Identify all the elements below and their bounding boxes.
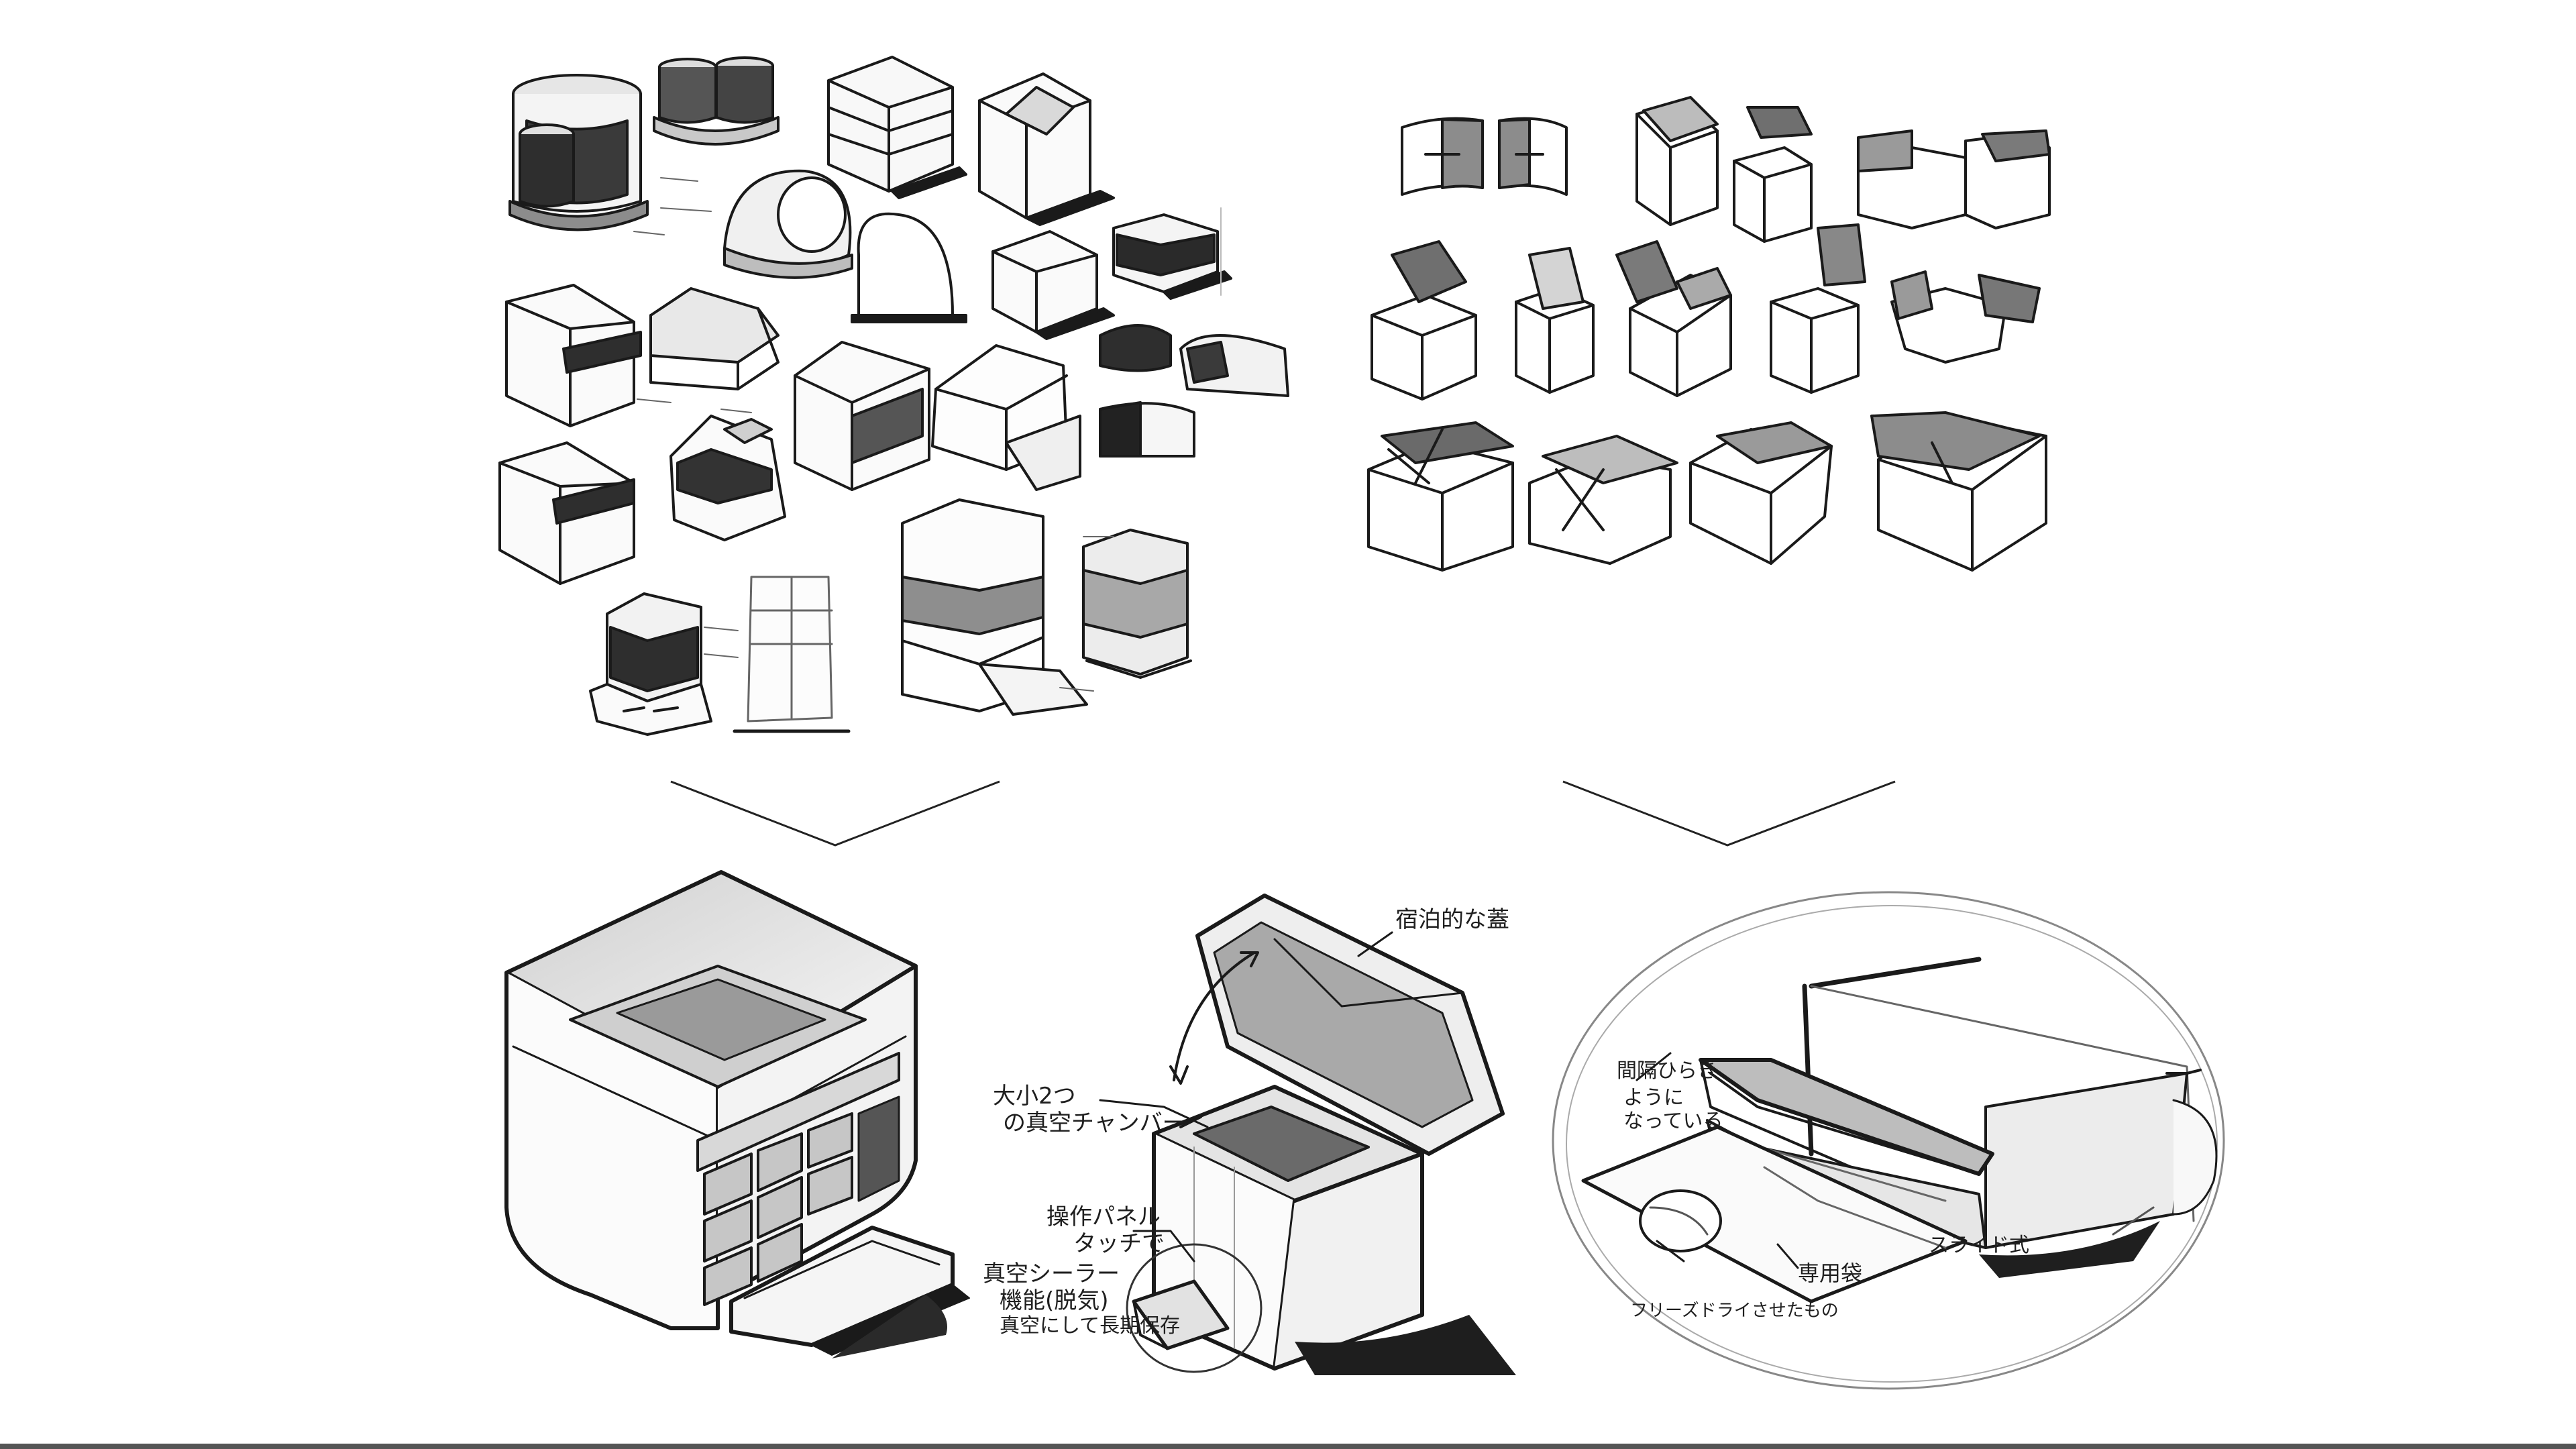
- sketch-tall-frame: [733, 576, 851, 733]
- annotation-open-3: なっている: [1623, 1110, 1723, 1133]
- sketch-small-cube: [991, 230, 1115, 340]
- sketch-screen-box: [794, 341, 930, 491]
- sketch-tray-machine: [901, 498, 1088, 716]
- bottom-rule: [0, 1444, 2576, 1449]
- sketch-round-appliance: [508, 74, 649, 231]
- annotation-sealer-1: 真空シーラー: [983, 1260, 1120, 1287]
- sketch-dark-printer: [1112, 213, 1232, 300]
- annotation-sealer-3: 真空にして長期保存: [1000, 1314, 1181, 1338]
- annotation-panel-2: タッチで: [1073, 1230, 1165, 1257]
- annotation-open-2: ように: [1623, 1086, 1684, 1110]
- sketch-band-box-2: [498, 441, 635, 585]
- sketch-drawer-box: [827, 56, 967, 199]
- annotation-slide: スライド式: [1929, 1234, 2029, 1257]
- chevron-left: [670, 780, 1000, 847]
- annotation-decorative-lid: 宿泊的な蓋: [1395, 906, 1509, 933]
- concept-cube-machine: [504, 870, 970, 1358]
- lid-row-3: [1367, 411, 2047, 572]
- annotation-freeze: フリーズドライさせたもの: [1630, 1301, 1839, 1321]
- annotation-open-1: 間隔ひらき: [1617, 1059, 1717, 1083]
- annotation-chamber-1: 大小2つ: [993, 1083, 1076, 1110]
- annotation-chamber-2: の真空チャンバー: [1003, 1110, 1185, 1136]
- lid-row-1: [1635, 96, 2051, 243]
- sketch-wedge: [649, 287, 780, 390]
- annotation-bag: 専用袋: [1798, 1260, 1863, 1286]
- chevron-right: [1562, 780, 1896, 847]
- sketch-curved-panels: [1401, 117, 1568, 196]
- sketch-desk-unit: [669, 415, 786, 541]
- sketch-shaded-unit: [1082, 529, 1192, 679]
- sketch-band-box: [505, 284, 642, 427]
- concept-vacuum-chamber: [1099, 894, 1516, 1375]
- grid-panel: [703, 1112, 853, 1306]
- sketch-twin-jars: [653, 56, 780, 146]
- concept-slide-drawer: [1552, 891, 2225, 1390]
- annotation-sealer-2: 機能(脱気): [1000, 1287, 1109, 1314]
- annotation-panel-1: 操作パネル: [1046, 1203, 1161, 1230]
- sketch-dome-cat: [723, 169, 967, 323]
- sketch-open-box: [978, 72, 1115, 226]
- lid-row-2: [1371, 223, 2041, 400]
- sketch-slant-box: [931, 344, 1081, 491]
- sketch-vacuum-chamber: [589, 592, 712, 736]
- sketch-capsules: [1099, 324, 1289, 458]
